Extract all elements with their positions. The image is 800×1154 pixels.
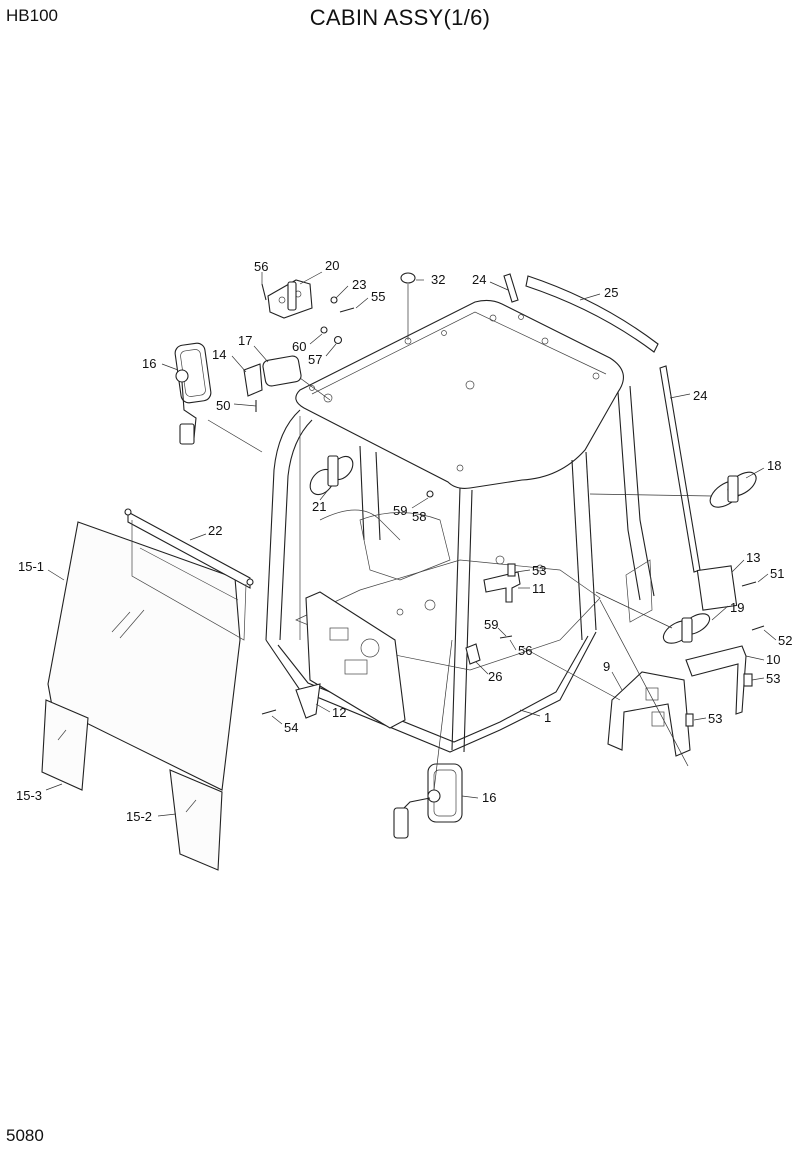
callout-1: 1: [544, 710, 551, 725]
model-code: HB100: [6, 6, 58, 25]
callout-16-upper: 16: [142, 356, 156, 371]
callout-52: 52: [778, 633, 792, 648]
callout-10: 10: [766, 652, 780, 667]
nut-57: [333, 335, 343, 345]
callout-50: 50: [216, 398, 230, 413]
bolt-53-upper: [507, 563, 516, 577]
callout-14: 14: [212, 347, 226, 362]
callout-19: 19: [730, 600, 744, 615]
cap-32: [400, 272, 416, 284]
strip-25: [525, 275, 659, 353]
lower-glass-15-3: [41, 699, 89, 791]
callout-15-1: 15-1: [18, 559, 44, 574]
cabin-frame: [265, 385, 655, 753]
clip-26: [465, 643, 481, 665]
callout-12: 12: [332, 705, 346, 720]
callout-25: 25: [604, 285, 618, 300]
callout-16-lower: 16: [482, 790, 496, 805]
sunshade-22: [124, 508, 254, 641]
callout-15-3: 15-3: [16, 788, 42, 803]
bolt-53-right: [743, 673, 753, 687]
callout-53-right: 53: [766, 671, 780, 686]
callout-58: 58: [412, 509, 426, 524]
callout-17: 17: [238, 333, 252, 348]
bolt-55: [339, 307, 355, 313]
callout-56: 56: [254, 259, 268, 274]
callout-13: 13: [746, 550, 760, 565]
callout-53-upper: 53: [532, 563, 546, 578]
callout-59-lower: 59: [484, 617, 498, 632]
leader-lines: [45, 271, 777, 817]
bracket-10: [685, 645, 747, 715]
hinge-19: [662, 613, 711, 644]
plate-13: [696, 565, 738, 611]
callout-22: 22: [208, 523, 222, 538]
callout-9: 9: [603, 659, 610, 674]
lower-glass-15-2: [169, 769, 223, 871]
bolt-56-upper: [261, 283, 267, 301]
mirror-16-upper: [174, 342, 212, 445]
bolt-53-lower: [685, 713, 694, 727]
callout-51: 51: [770, 566, 784, 581]
nut-23: [330, 296, 338, 304]
callout-23: 23: [352, 277, 366, 292]
callout-56-lower: 56: [518, 643, 532, 658]
cabin-roof: [295, 299, 624, 489]
callout-26: 26: [488, 669, 502, 684]
hinge-18: [709, 471, 757, 508]
bolt-56-lower: [499, 635, 513, 639]
hinge-20: [267, 279, 313, 319]
pad-17: [262, 355, 302, 387]
callout-53-lower: 53: [708, 711, 722, 726]
hinge-21: [309, 455, 354, 496]
page-number: 5080: [6, 1126, 44, 1145]
washer-60: [320, 326, 328, 334]
callout-labels: 56 20 23 55 32 24 25 17 16 14 60 57 50 2…: [16, 258, 792, 824]
callout-60: 60: [292, 339, 306, 354]
callout-21: 21: [312, 499, 326, 514]
diagram-title: CABIN ASSY(1/6): [309, 5, 491, 30]
bracket-14: [243, 363, 263, 397]
callout-24-side: 24: [693, 388, 707, 403]
bolt-52: [751, 625, 765, 631]
mirror-16-lower: [393, 763, 463, 839]
strip-24-top: [503, 273, 519, 303]
nut-58: [426, 490, 434, 498]
callout-20: 20: [325, 258, 339, 273]
callout-59-upper: 59: [393, 503, 407, 518]
callout-54: 54: [284, 720, 298, 735]
callout-57: 57: [308, 352, 322, 367]
callout-11: 11: [532, 581, 546, 596]
callout-32: 32: [431, 272, 445, 287]
callout-15-2: 15-2: [126, 809, 152, 824]
bracket-12: [295, 683, 321, 719]
panel-9: [607, 671, 691, 757]
callout-24-top: 24: [472, 272, 486, 287]
bolt-51: [741, 581, 757, 587]
bolt-54: [261, 709, 277, 715]
callout-18: 18: [767, 458, 781, 473]
callout-55: 55: [371, 289, 385, 304]
